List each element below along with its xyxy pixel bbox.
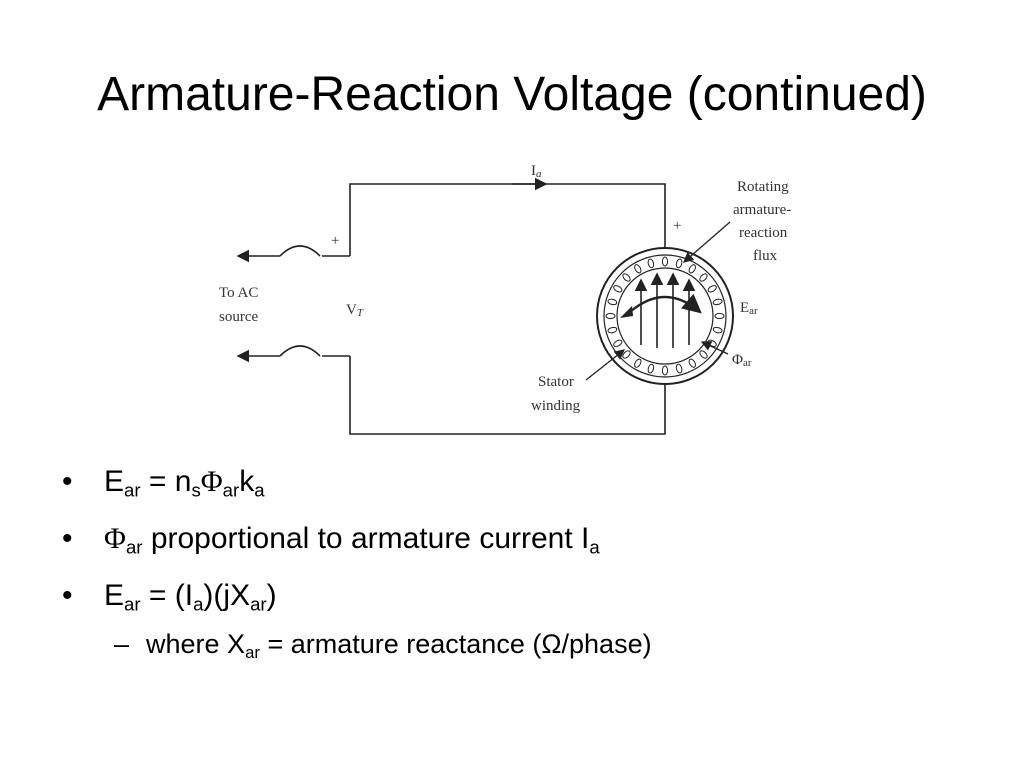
bullet-phi-proportional: • Φar proportional to armature current I… bbox=[62, 519, 992, 576]
bullet-list: • Ear = nsΦarka • Φar proportional to ar… bbox=[62, 462, 992, 664]
vt-label: VT bbox=[346, 302, 364, 319]
rotation-arrowhead bbox=[620, 306, 633, 318]
sub-bullet-where-xar: – where Xar = armature reactance (Ω/phas… bbox=[62, 624, 992, 664]
winding-coil bbox=[688, 358, 696, 368]
flux-label-line3: reaction bbox=[739, 225, 788, 241]
stator-label-line1: Stator bbox=[538, 374, 574, 390]
flux-label-line1: Rotating bbox=[737, 179, 789, 195]
source-label-line2: source bbox=[219, 309, 258, 325]
source-label-line1: To AC bbox=[219, 285, 258, 301]
stator-label-line2: winding bbox=[531, 398, 581, 414]
winding-coil bbox=[613, 285, 623, 293]
winding-coil bbox=[699, 350, 708, 359]
current-label: Ia bbox=[531, 163, 542, 180]
winding-coil bbox=[607, 298, 618, 306]
circuit-wires bbox=[279, 183, 666, 435]
flux-label-line2: armature- bbox=[733, 202, 791, 218]
flux-arrows bbox=[629, 272, 702, 348]
plus-right-label: + bbox=[673, 218, 681, 234]
winding-coil bbox=[634, 358, 642, 368]
winding-coil bbox=[675, 363, 683, 374]
winding-coil bbox=[647, 363, 655, 374]
stator-winding-coils bbox=[605, 256, 725, 376]
winding-coil bbox=[675, 258, 683, 269]
winding-coil bbox=[714, 312, 725, 320]
bullet-marker: • bbox=[62, 465, 73, 498]
flux-label-line4: flux bbox=[753, 248, 778, 264]
bullet-marker: • bbox=[62, 522, 73, 555]
winding-coil bbox=[613, 339, 623, 347]
winding-coil bbox=[622, 273, 631, 282]
winding-coil bbox=[699, 273, 708, 282]
stator bbox=[596, 247, 734, 385]
winding-coil bbox=[661, 256, 669, 267]
phiar-label: Φar bbox=[732, 352, 752, 369]
winding-coil bbox=[707, 285, 717, 293]
armature-circuit-diagram: Ia + + To AC source VT Rotating armature… bbox=[219, 163, 791, 435]
winding-coil bbox=[688, 264, 696, 274]
slide-title: Armature-Reaction Voltage (continued) bbox=[97, 68, 927, 121]
bullet-ear-reactance: • Ear = (Ia)(jXar) bbox=[62, 576, 992, 624]
leader-lines bbox=[585, 221, 731, 381]
winding-coil bbox=[712, 326, 723, 334]
winding-coil bbox=[661, 365, 669, 376]
plus-left-label: + bbox=[331, 233, 339, 249]
winding-coil bbox=[712, 298, 723, 306]
winding-coil bbox=[607, 326, 618, 334]
ear-label: Ear bbox=[740, 300, 758, 317]
sub-bullet-marker: – bbox=[114, 629, 130, 659]
winding-coil bbox=[634, 264, 642, 274]
winding-coil bbox=[605, 312, 616, 320]
bullet-ear-equation: • Ear = nsΦarka bbox=[62, 462, 992, 519]
bullet-marker: • bbox=[62, 579, 73, 612]
winding-coil bbox=[647, 258, 655, 269]
